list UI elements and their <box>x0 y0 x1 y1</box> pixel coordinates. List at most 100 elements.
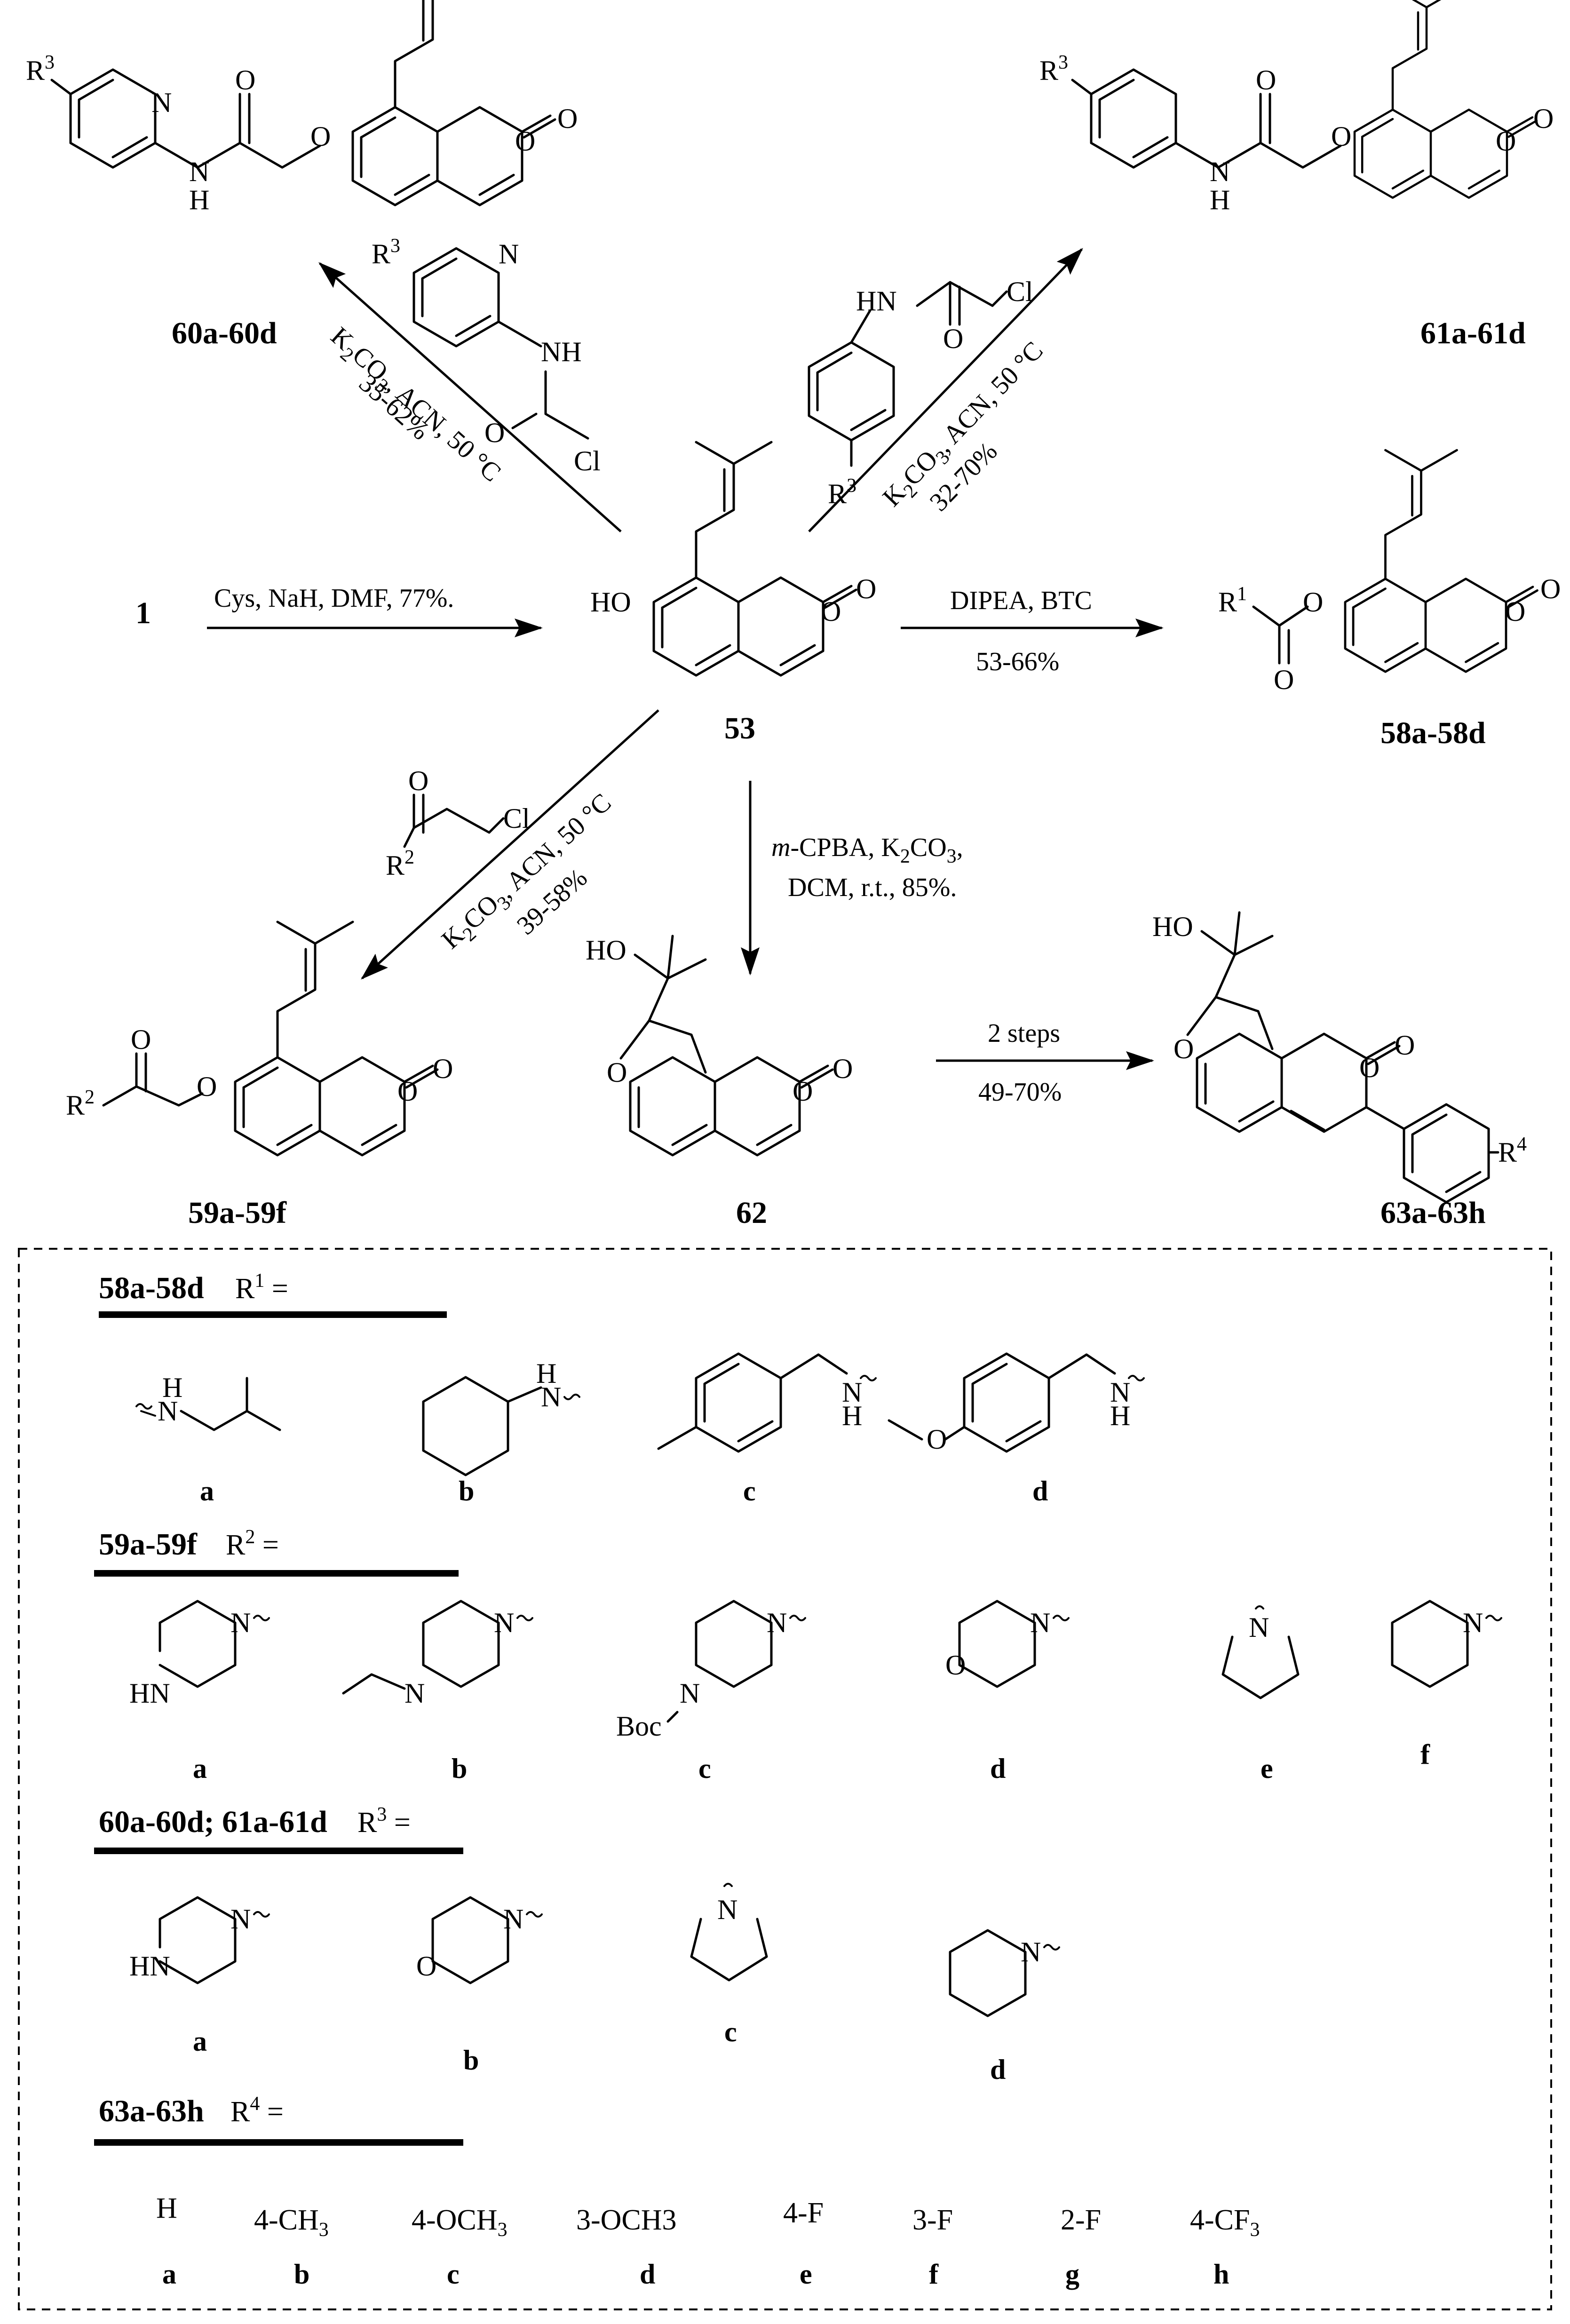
svg-text:O: O <box>943 323 963 354</box>
boc-label: Boc <box>616 1711 662 1742</box>
svg-text:N: N <box>499 238 519 270</box>
svg-text:R1: R1 <box>1218 583 1247 618</box>
label-53: 53 <box>724 711 755 746</box>
svg-text:O: O <box>793 1076 813 1107</box>
r3-c-structure: N <box>690 1883 768 1982</box>
label-63: 63a-63h <box>1380 1196 1486 1230</box>
r4-sub-d: 3-OCH3 <box>576 2204 677 2236</box>
svg-text:H: H <box>1210 184 1230 215</box>
r1-letter-c: c <box>743 1475 756 1507</box>
r1-rgroup: R1 = <box>235 1270 288 1305</box>
r4-sub-a: H <box>156 2192 177 2224</box>
r3-letter-b: b <box>463 2045 479 2076</box>
svg-text:H: H <box>1110 1400 1130 1431</box>
svg-text:R3: R3 <box>372 235 400 270</box>
cond-58-bottom: 53-66% <box>976 647 1059 676</box>
r2-a-structure: HN N <box>129 1600 270 1709</box>
svg-text:N: N <box>1021 1936 1041 1967</box>
svg-text:R2: R2 <box>386 847 414 881</box>
r1-letter-b: b <box>459 1475 474 1507</box>
r4-sub-c: 4-OCH3 <box>412 2204 507 2241</box>
cond-58-top: DIPEA, BTC <box>950 586 1092 615</box>
r4-letter-f: f <box>929 2259 939 2290</box>
r2-letter-c: c <box>698 1753 711 1784</box>
r1-b-structure: H N <box>422 1358 580 1476</box>
r4-letter-g: g <box>1065 2259 1079 2290</box>
cond-62-2: DCM, r.t., 85%. <box>788 873 957 902</box>
r1-header: 58a-58d <box>99 1271 204 1305</box>
svg-text:O: O <box>1274 664 1294 695</box>
svg-text:H: H <box>189 184 209 215</box>
r2-e-structure: N <box>1221 1605 1300 1699</box>
svg-text:N: N <box>1110 1377 1130 1408</box>
svg-text:O: O <box>833 1053 853 1084</box>
svg-text:O: O <box>433 1053 453 1084</box>
substituent-box <box>18 1248 1552 2310</box>
svg-text:HN: HN <box>129 1678 170 1709</box>
svg-text:O: O <box>408 765 428 796</box>
svg-text:O: O <box>197 1071 217 1102</box>
svg-text:O: O <box>557 103 578 134</box>
svg-text:R3: R3 <box>26 52 55 86</box>
r4-sub-f: 3-F <box>912 2204 953 2236</box>
r2-b-structure: N N <box>342 1600 533 1709</box>
structure-63: HO O O O R4 <box>1152 911 1527 1204</box>
r4-letter-e: e <box>800 2259 812 2290</box>
label-61: 61a-61d <box>1420 316 1526 350</box>
arrow-to-61 <box>808 248 1083 532</box>
svg-text:O: O <box>1174 1033 1194 1064</box>
r1-c-structure: N H <box>657 1352 877 1453</box>
svg-text:O: O <box>1496 126 1516 157</box>
structure-62: HO O O O <box>586 935 853 1157</box>
svg-text:O: O <box>1533 103 1554 134</box>
reagent-59: O Cl R2 <box>386 765 530 881</box>
svg-text:N: N <box>189 156 209 187</box>
svg-text:O: O <box>1256 64 1276 95</box>
svg-text:O: O <box>310 121 331 152</box>
svg-text:Cl: Cl <box>503 803 530 834</box>
svg-text:O: O <box>607 1057 627 1088</box>
svg-text:N: N <box>717 1894 737 1925</box>
svg-text:N: N <box>158 1396 178 1427</box>
r3-a-structure: HN N <box>129 1896 270 1984</box>
svg-text:Cl: Cl <box>574 445 601 476</box>
svg-text:O: O <box>235 64 255 95</box>
svg-text:O: O <box>397 1076 418 1107</box>
r3-b-structure: O N <box>416 1896 543 1984</box>
svg-text:O: O <box>821 596 841 627</box>
svg-text:R4: R4 <box>1498 1134 1527 1168</box>
r4-sub-e: 4-F <box>783 2197 824 2229</box>
svg-text:N: N <box>767 1607 787 1638</box>
svg-text:H: H <box>162 1372 182 1403</box>
reagent-61: R3 HN O Cl <box>808 276 1033 509</box>
svg-text:HO: HO <box>586 935 626 966</box>
r2-letter-b: b <box>452 1753 467 1784</box>
cond-63-bottom: 49-70% <box>978 1078 1062 1107</box>
r2-letter-a: a <box>193 1753 207 1784</box>
svg-text:HO: HO <box>590 587 631 618</box>
r4-sub-g: 2-F <box>1061 2204 1101 2236</box>
svg-text:N: N <box>503 1904 523 1935</box>
svg-text:O: O <box>1359 1052 1380 1083</box>
svg-text:N: N <box>151 87 172 118</box>
label-62: 62 <box>736 1196 767 1230</box>
r3-rgroup: R3 = <box>357 1804 411 1839</box>
structure-58: R1 O O O O <box>1218 450 1561 695</box>
r4-letter-b: b <box>294 2259 309 2290</box>
r4-sub-b: 4-CH3 <box>254 2204 329 2241</box>
structure-61: R3 N H O O O O <box>1039 0 1554 215</box>
svg-text:HN: HN <box>856 286 897 317</box>
r4-sub-h: 4-CF3 <box>1190 2204 1260 2241</box>
r2-letter-d: d <box>990 1753 1006 1784</box>
r1-letter-d: d <box>1032 1475 1048 1507</box>
svg-text:N: N <box>1210 156 1230 187</box>
r1-a-structure: N H <box>135 1372 281 1431</box>
svg-text:O: O <box>131 1024 151 1055</box>
svg-text:N: N <box>541 1381 561 1412</box>
svg-text:R2: R2 <box>66 1087 95 1121</box>
svg-text:O: O <box>856 573 876 604</box>
svg-text:O: O <box>945 1650 966 1681</box>
svg-text:N: N <box>1249 1612 1269 1643</box>
svg-text:O: O <box>1303 587 1323 618</box>
